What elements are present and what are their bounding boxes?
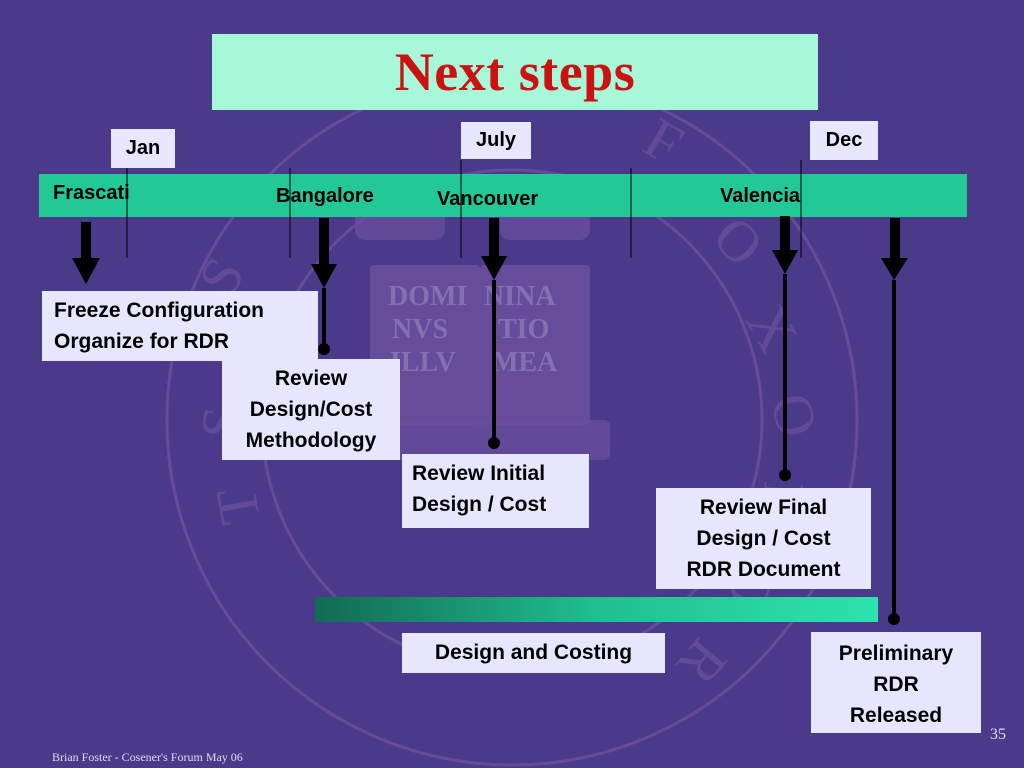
stem-bangalore: [322, 288, 326, 348]
stem-preliminary: [892, 280, 896, 618]
milestone-design-costing: Design and Costing: [402, 633, 665, 673]
location-frascati: Frascati: [53, 182, 130, 204]
slide-title: Next steps: [394, 42, 636, 102]
location-valencia: Valencia: [720, 185, 801, 207]
milestone-design-costing-label: Design and Costing: [434, 641, 633, 664]
milestone-final-line-1: Review Final: [699, 496, 828, 519]
arrow-shaft-preliminary: [890, 218, 900, 258]
arrow-shaft-frascati: [81, 222, 91, 260]
stem-vancouver: [492, 280, 496, 442]
milestone-review-initial: Review Initial Design / Cost: [402, 454, 589, 528]
milestone-preliminary-rdr: Preliminary RDR Released: [811, 632, 981, 733]
timeline-bar: [39, 174, 967, 217]
milestone-freeze-line-2: Organize for RDR: [54, 330, 230, 353]
arrow-shaft-bangalore: [319, 218, 329, 264]
seal-motto-2: NVS: [392, 314, 448, 345]
dot-valencia: [779, 469, 791, 481]
month-label-july: July: [461, 122, 531, 159]
seal-motto-5: TIO: [498, 314, 549, 345]
page-number: 35: [990, 726, 1006, 743]
seal-motto-4: NINA: [484, 281, 556, 312]
milestone-final-line-3: RDR Document: [686, 558, 841, 581]
milestone-preliminary-line-2: RDR: [873, 673, 919, 696]
design-costing-period-bar: [315, 597, 878, 622]
arrow-head-valencia: [772, 250, 798, 274]
milestone-freeze-line-1: Freeze Configuration: [54, 299, 265, 322]
dot-preliminary: [888, 613, 900, 625]
location-vancouver: Vancouver: [437, 188, 539, 210]
milestone-review-final: Review Final Design / Cost RDR Document: [656, 488, 871, 589]
milestone-freeze-configuration: Freeze Configuration Organize for RDR: [42, 291, 318, 361]
footer-credit: Brian Foster - Cosener's Forum May 06: [52, 750, 243, 764]
arrow-shaft-vancouver: [489, 218, 499, 256]
milestone-preliminary-line-3: Released: [849, 704, 943, 727]
milestone-methodology-line-3: Methodology: [245, 429, 377, 452]
arrow-head-preliminary: [881, 258, 908, 280]
arrow-head-bangalore: [311, 264, 337, 288]
seal-motto-1: DOMI: [388, 281, 467, 312]
month-label-jan: Jan: [111, 129, 175, 168]
dot-bangalore: [318, 343, 330, 355]
stem-valencia: [783, 274, 787, 474]
milestone-review-methodology: Review Design/Cost Methodology: [222, 359, 400, 460]
location-bangalore: Bangalore: [276, 185, 374, 207]
arrow-shaft-valencia: [780, 216, 790, 250]
milestone-methodology-line-1: Review: [274, 367, 348, 390]
title-box: Next steps: [212, 34, 818, 110]
milestone-methodology-line-2: Design/Cost: [249, 398, 373, 421]
milestone-final-line-2: Design / Cost: [696, 527, 831, 550]
arrow-head-frascati: [72, 258, 100, 284]
seal-motto-3: ILLV: [390, 347, 456, 378]
milestone-initial-line-2: Design / Cost: [412, 493, 547, 516]
seal-motto-6: MEA: [492, 347, 558, 378]
arrow-head-vancouver: [481, 256, 507, 280]
milestone-preliminary-line-1: Preliminary: [838, 642, 954, 665]
month-label-dec: Dec: [810, 121, 878, 160]
milestone-initial-line-1: Review Initial: [412, 462, 546, 485]
dot-vancouver: [488, 437, 500, 449]
